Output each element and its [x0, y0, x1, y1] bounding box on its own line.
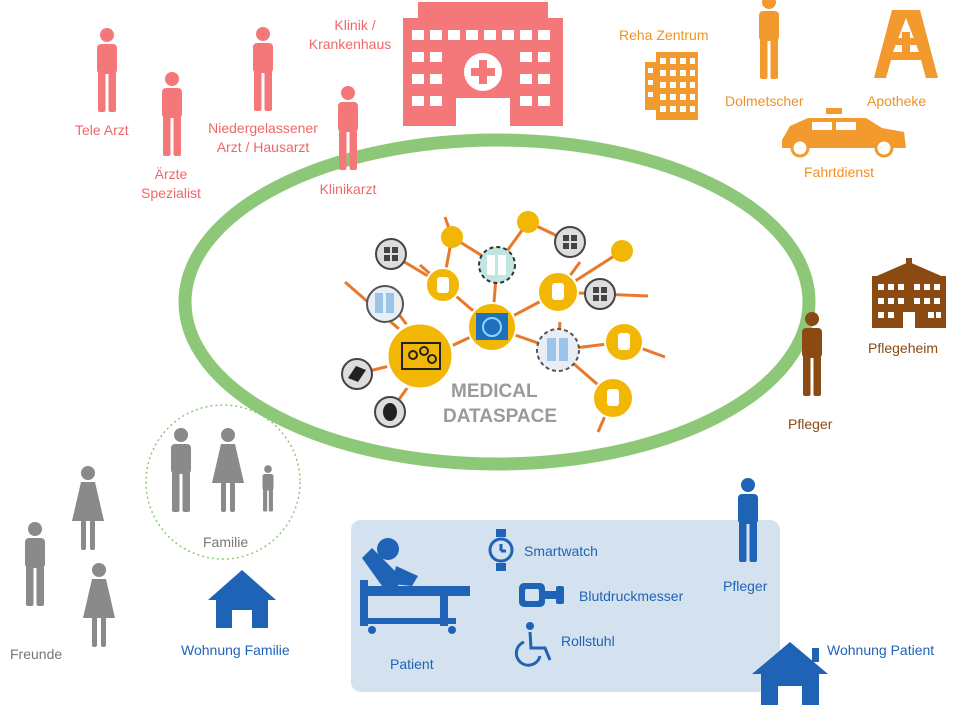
app-grid-node: [554, 226, 586, 258]
apotheke-icon: [874, 10, 938, 78]
database-node: [537, 271, 579, 313]
pfleger-heim-label: Pfleger: [788, 416, 833, 432]
patient-label: Patient: [390, 656, 434, 672]
server-node: [536, 328, 580, 372]
familie-label: Familie: [203, 534, 249, 550]
patient-bed-icon: [360, 538, 470, 634]
tele-arzt-person-icon: [97, 28, 117, 112]
klinik-label-line2: Krankenhaus: [308, 36, 392, 52]
freunde-woman-icon: [72, 466, 104, 550]
spezialist-person-icon: [162, 72, 182, 156]
hub-node: [467, 302, 517, 352]
familie-mother-icon: [212, 428, 244, 512]
dataspace-title-line1: MEDICAL: [451, 381, 538, 402]
node-small: [441, 226, 463, 248]
spezialist-label-line1: Ärzte: [154, 166, 188, 182]
smartwatch-icon: [488, 529, 514, 571]
hospital-icon: [403, 2, 563, 126]
spezialist-label-line2: Spezialist: [141, 185, 201, 201]
dolmetscher-label: Dolmetscher: [725, 93, 804, 109]
database-node: [604, 322, 644, 362]
freunde-man-icon: [25, 522, 45, 606]
hausarzt-label-line2: Arzt / Hausarzt: [216, 139, 310, 155]
pfleger-patient-label: Pfleger: [723, 578, 768, 594]
node-small: [517, 211, 539, 233]
fahrtdienst-label: Fahrtdienst: [804, 164, 875, 180]
blutdruckmesser-icon: [519, 583, 564, 607]
device-node: [374, 396, 406, 428]
database-node: [592, 377, 634, 419]
hausarzt-label-line1: Niedergelassener: [208, 120, 318, 136]
app-grid-node: [375, 238, 407, 270]
reha-label: Reha Zentrum: [619, 27, 709, 43]
familie-circle: [145, 404, 301, 560]
network-nodes: [341, 211, 644, 428]
reha-building-icon: [645, 52, 698, 120]
dataspace-ring: [178, 133, 816, 471]
main-node: [385, 321, 455, 391]
freunde-woman2-icon: [83, 563, 115, 647]
pflegeheim-label: Pflegeheim: [868, 340, 939, 356]
node-small: [611, 240, 633, 262]
server-node: [478, 246, 516, 284]
apotheke-label: Apotheke: [867, 93, 927, 109]
taxi-icon: [782, 108, 906, 158]
database-node: [425, 267, 461, 303]
device-node: [341, 358, 373, 390]
wohnung-patient-label: Wohnung Patient: [827, 642, 935, 658]
smartwatch-label: Smartwatch: [524, 543, 598, 559]
pflegeheim-building-icon: [872, 258, 946, 328]
familie-father-icon: [171, 428, 191, 512]
familie-child-icon: [262, 465, 274, 512]
rollstuhl-label: Rollstuhl: [561, 633, 615, 649]
house-familie-icon: [208, 570, 276, 628]
wohnung-familie-label: Wohnung Familie: [181, 642, 290, 658]
dataspace-title-line2: DATASPACE: [443, 406, 557, 427]
house-patient-icon: [752, 642, 828, 705]
patient-panel: [351, 520, 780, 692]
app-grid-node: [584, 278, 616, 310]
dolmetscher-person-icon: [759, 0, 779, 79]
klinik-label-line1: Klinik /: [334, 17, 376, 33]
server-node: [366, 285, 404, 323]
klinikarzt-label: Klinikarzt: [319, 181, 377, 197]
tele-arzt-label: Tele Arzt: [75, 122, 129, 138]
blutdruckmesser-label: Blutdruckmesser: [579, 588, 684, 604]
hausarzt-person-icon: [253, 27, 273, 111]
rollstuhl-icon: [514, 622, 552, 667]
freunde-label: Freunde: [10, 646, 63, 662]
